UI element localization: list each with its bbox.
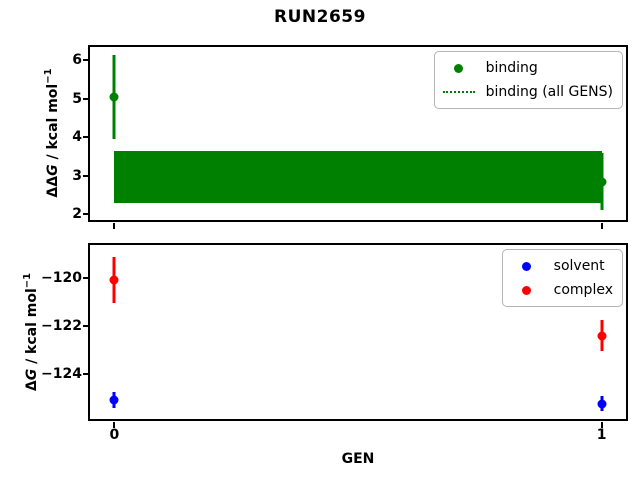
- legend-dotted-line-icon: [442, 91, 475, 93]
- legend-label: solvent: [553, 258, 605, 274]
- x-tick: [600, 422, 603, 428]
- y-tick-label: 5: [72, 90, 82, 107]
- data-point-complex: [109, 275, 119, 285]
- legend-glyph: [441, 91, 477, 93]
- data-point-binding: [597, 177, 607, 187]
- x-axis-label: GEN: [341, 451, 375, 467]
- legend-glyph: [509, 261, 545, 271]
- bottom-axes: −120 −122 −124 0 1 solvent complex: [41, 243, 628, 442]
- y-tick: [83, 174, 88, 177]
- legend-glyph: [509, 285, 545, 295]
- y-tick-label: 3: [72, 167, 82, 184]
- legend-marker-icon: [522, 261, 532, 271]
- legend: solvent complex: [501, 249, 623, 307]
- y-tick-label: 2: [72, 206, 82, 223]
- y-tick: [83, 277, 88, 280]
- x-tick: [600, 223, 603, 229]
- data-point-binding: [109, 92, 119, 102]
- y-tick-label: −120: [41, 270, 82, 287]
- legend-item-solvent: solvent: [509, 254, 613, 278]
- y-tick-label: 4: [72, 129, 82, 146]
- y-tick: [83, 213, 88, 216]
- top-y-axis-label: ΔΔG / kcal mol−1: [43, 68, 61, 198]
- y-tick: [83, 97, 88, 100]
- data-point-complex: [597, 331, 607, 341]
- x-tick: [113, 422, 116, 428]
- y-tick: [83, 59, 88, 62]
- y-tick: [83, 136, 88, 139]
- x-tick-label: 1: [596, 427, 607, 443]
- x-tick-label: 0: [109, 427, 120, 443]
- legend-label: binding: [485, 60, 538, 76]
- data-point-solvent: [109, 395, 119, 405]
- y-tick-label: −124: [41, 365, 82, 382]
- legend-marker-icon: [522, 285, 532, 295]
- top-axes: 2 3 4 5 6 binding binding (all GENS): [72, 45, 628, 229]
- legend-item-binding-all-gens-: binding (all GENS): [441, 80, 613, 104]
- data-point-solvent: [597, 399, 607, 408]
- all-gens-dotted-line: [114, 175, 602, 178]
- legend-marker-icon: [454, 63, 464, 73]
- y-tick: [83, 325, 88, 328]
- legend-item-complex: complex: [509, 278, 613, 302]
- x-tick: [113, 223, 116, 229]
- legend: binding binding (all GENS): [433, 51, 623, 109]
- legend-glyph: [441, 63, 477, 73]
- y-tick: [83, 372, 88, 375]
- y-tick-label: 6: [72, 52, 82, 69]
- legend-item-binding: binding: [441, 56, 613, 80]
- legend-label: binding (all GENS): [485, 84, 613, 100]
- figure-title: RUN2659: [274, 7, 366, 27]
- legend-label: complex: [553, 282, 613, 298]
- y-tick-label: −122: [41, 318, 82, 335]
- bottom-y-axis-label: ΔG / kcal mol−1: [22, 272, 40, 392]
